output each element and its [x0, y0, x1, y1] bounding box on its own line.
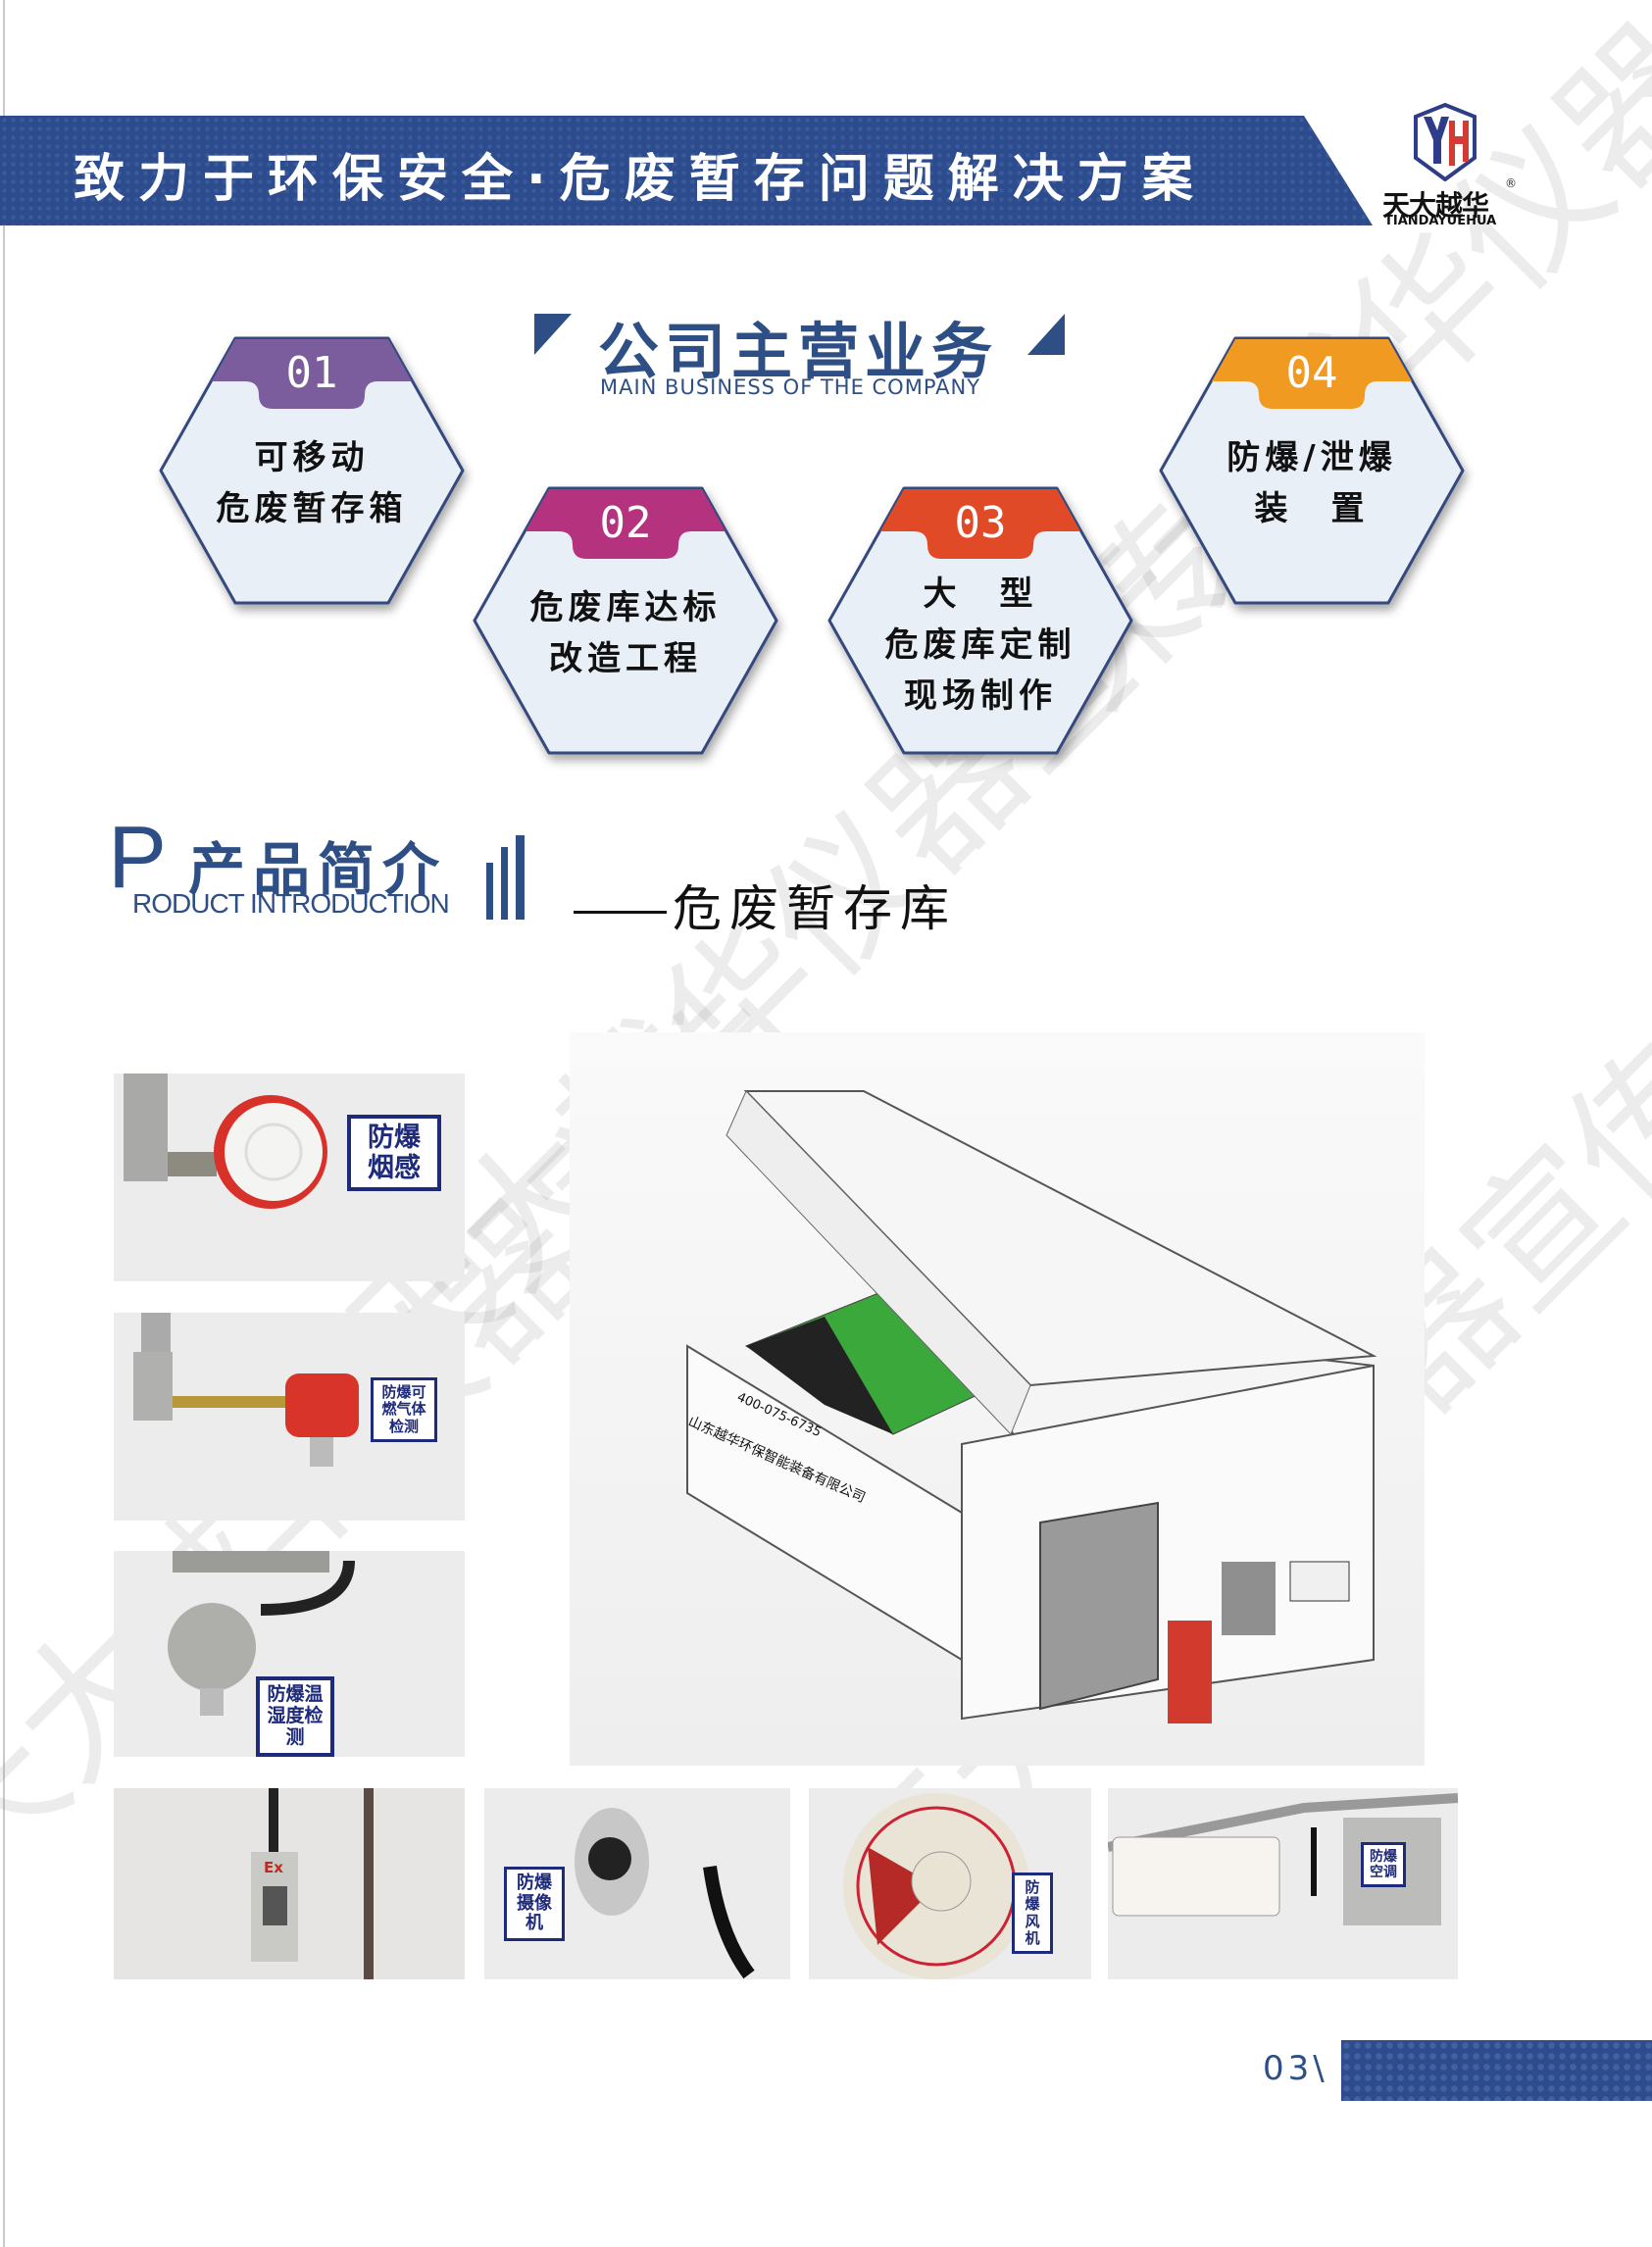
storage-room-render: 山东越华环保智能装备有限公司 400-075-6735	[570, 1032, 1425, 1766]
photo-label: 防爆可燃气体检测	[371, 1377, 437, 1442]
photo-label: 防爆摄像机	[504, 1867, 565, 1942]
logo-name-cn: 天大越华	[1382, 189, 1489, 222]
business-item-line: 危废库定制	[884, 625, 1076, 665]
bars-decoration	[486, 835, 531, 920]
business-item-line: 可移动	[254, 438, 370, 477]
photo-fan: 防爆风机	[809, 1788, 1091, 1979]
business-item-01: 01 可移动危废暂存箱	[157, 334, 467, 607]
photo-gas-detector: 防爆可燃气体检测	[114, 1313, 465, 1521]
product-intro-title: 产品简介	[188, 836, 448, 903]
page-number: 03\	[1263, 2049, 1328, 2088]
photo-label: Ex	[264, 1859, 283, 1876]
footer-bar	[1341, 2040, 1652, 2101]
business-item-number: 04	[1285, 348, 1338, 398]
business-item-number: 02	[599, 498, 652, 548]
photo-label: 防爆烟感	[347, 1115, 441, 1192]
business-item-line: 改造工程	[549, 639, 702, 678]
logo-name-en: TIANDAYUEHUA	[1384, 214, 1497, 228]
header-banner	[0, 116, 1373, 225]
page-edge	[3, 0, 5, 2247]
section-title: 公司主营业务	[598, 316, 999, 387]
photo-label: 防爆空调	[1361, 1842, 1406, 1888]
product-intro-subtitle: 危废暂存库	[574, 870, 957, 940]
logo-registered: ®	[1505, 176, 1517, 190]
business-item-line: 大 型	[923, 574, 1038, 614]
business-item-03: 03 大 型危废库定制现场制作	[826, 484, 1135, 757]
photo-camera: 防爆摄像机	[484, 1788, 790, 1979]
triangle-decoration-left	[534, 314, 572, 355]
photo-label: 防爆风机	[1012, 1872, 1053, 1954]
business-item-line: 危废暂存箱	[216, 489, 408, 528]
business-item-number: 01	[285, 348, 338, 398]
photo-label: 防爆温湿度检测	[256, 1676, 334, 1757]
product-intro-letter: P	[108, 809, 168, 907]
business-item-line: 防爆/泄爆	[1226, 438, 1397, 477]
business-item-line: 装 置	[1254, 489, 1370, 528]
business-item-line: 危废库达标	[529, 588, 722, 627]
business-item-line: 现场制作	[904, 676, 1057, 716]
business-item-02: 02 危废库达标改造工程	[471, 484, 780, 757]
product-intro-title-en: RODUCT INTRODUCTION	[132, 888, 450, 919]
logo-icon	[1412, 102, 1478, 182]
business-item-04: 04 防爆/泄爆装 置	[1157, 334, 1467, 607]
photo-ex-switch: Ex	[114, 1788, 465, 1979]
photo-air-conditioner: 防爆空调	[1108, 1788, 1458, 1979]
header-title: 致力于环保安全·危废暂存问题解决方案	[74, 150, 1207, 209]
photo-temp-humidity-detector: 防爆温湿度检测	[114, 1551, 465, 1757]
section-subtitle: MAIN BUSINESS OF THE COMPANY	[600, 375, 981, 399]
triangle-decoration-right	[1027, 314, 1065, 355]
business-item-number: 03	[954, 498, 1007, 548]
photo-smoke-detector: 防爆烟感	[114, 1074, 465, 1281]
